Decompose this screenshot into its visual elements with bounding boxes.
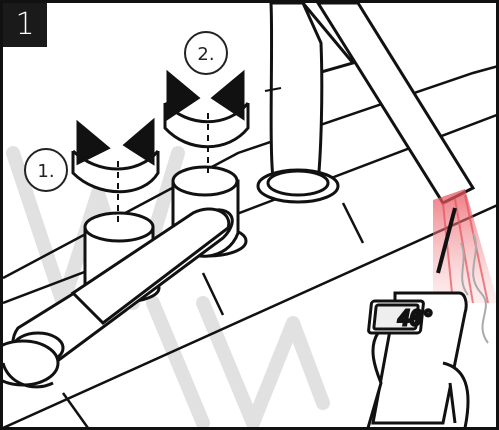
infrared-beam-icon bbox=[433, 189, 498, 303]
rotate-arrows-icon bbox=[73, 121, 158, 223]
thermometer-reading: 40° bbox=[398, 306, 434, 330]
callout-2: 2. bbox=[185, 32, 227, 74]
step-number-badge: 1 bbox=[3, 3, 47, 47]
callout-1-label: 1. bbox=[37, 161, 54, 182]
spout bbox=[258, 3, 473, 203]
illustration: 1. 2. 40° bbox=[3, 3, 499, 430]
callout-2-label: 2. bbox=[197, 44, 214, 65]
callout-1: 1. bbox=[25, 149, 67, 191]
